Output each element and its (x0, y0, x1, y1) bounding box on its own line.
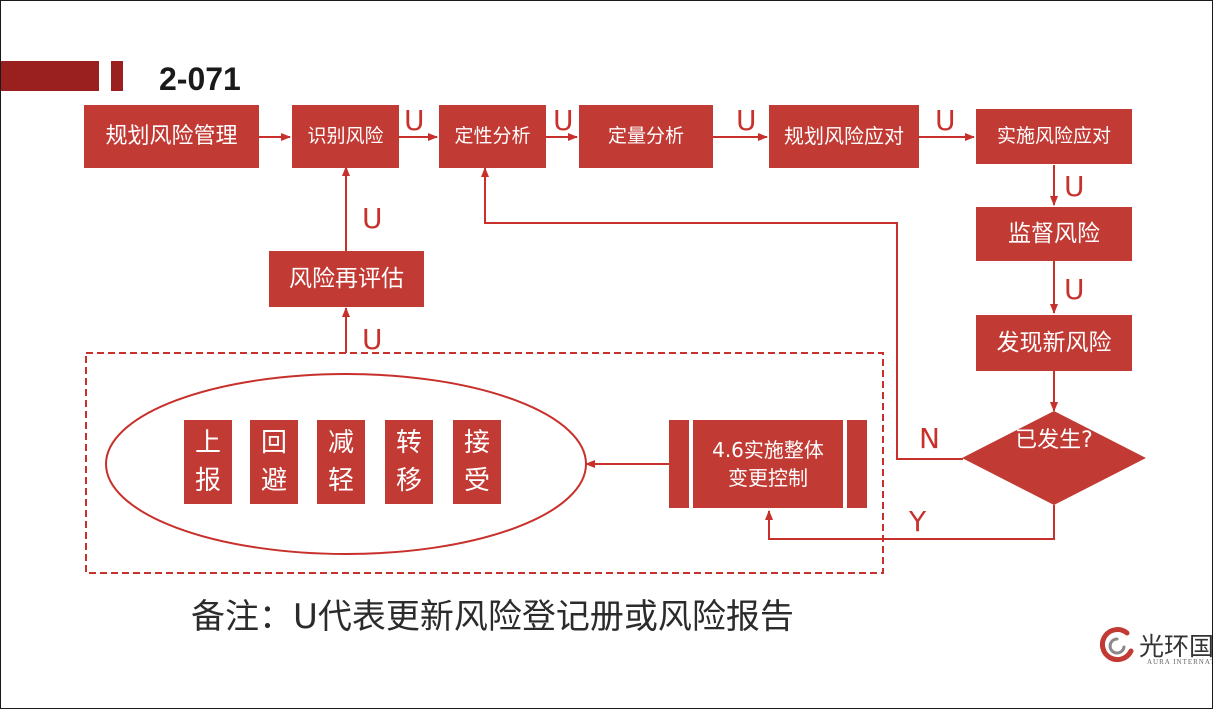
page-number: 2-071 (159, 61, 241, 97)
identify-risks-label: 识别风险 (307, 124, 384, 147)
occurred-decision[interactable]: 已发生? (1014, 427, 1094, 456)
response-escalate-bottom: 报 (194, 466, 221, 496)
response-accept-bottom: 受 (463, 466, 490, 496)
logo-mark-icon (1099, 627, 1134, 662)
response-transfer-box[interactable]: 转 移 (385, 420, 433, 504)
plan-risk-management-box[interactable]: 规划风险管理 (84, 105, 259, 168)
plan-risk-responses-label: 规划风险应对 (784, 124, 904, 148)
arrow-yes-to-change-control (765, 505, 1055, 540)
quantitative-analysis-label: 定量分析 (607, 124, 684, 147)
response-accept-box[interactable]: 接 受 (453, 420, 501, 504)
reassess-box[interactable]: 风险再评估 (269, 251, 424, 307)
legend-note: 备注：U代表更新风险登记册或风险报告 (191, 597, 794, 637)
response-escalate-top: 上 (194, 428, 221, 459)
logo-text: 光环国 (1139, 632, 1213, 661)
quantitative-analysis-box[interactable]: 定量分析 (579, 105, 713, 168)
response-transfer-bottom: 移 (395, 466, 422, 496)
implement-risk-responses-box[interactable]: 实施风险应对 (976, 109, 1132, 164)
update-label-impl-monitor: U (1064, 170, 1085, 203)
update-label-identify-qual: U (404, 104, 425, 137)
change-control-stripe-left (669, 420, 689, 508)
response-mitigate-top: 减 (327, 428, 354, 459)
occurred-decision-shape (962, 411, 1146, 505)
yes-label: Y (909, 505, 927, 538)
monitor-risks-box[interactable]: 监督风险 (976, 207, 1132, 261)
plan-risk-management-label: 规划风险管理 (105, 123, 238, 149)
change-control-box[interactable]: 4.6实施整体变更控制 (693, 420, 843, 508)
qualitative-analysis-box[interactable]: 定性分析 (439, 105, 546, 168)
response-frame (85, 352, 884, 574)
header-bar (1, 61, 99, 91)
update-label-monitor-discover: U (1064, 273, 1085, 306)
response-avoid-box[interactable]: 回 避 (250, 420, 298, 504)
qualitative-analysis-label: 定性分析 (454, 124, 531, 147)
header-bar-accent (111, 61, 123, 91)
response-ellipse (105, 373, 587, 555)
monitor-risks-label: 监督风险 (1008, 220, 1100, 247)
response-accept-top: 接 (463, 428, 490, 459)
discover-new-risk-label: 发现新风险 (996, 329, 1112, 356)
plan-risk-responses-box[interactable]: 规划风险应对 (769, 105, 919, 168)
response-mitigate-bottom: 轻 (327, 466, 354, 496)
response-avoid-top: 回 (260, 428, 287, 459)
response-transfer-top: 转 (395, 428, 422, 459)
occurred-label: 已发生? (1015, 428, 1093, 453)
update-label-plan-impl: U (935, 104, 956, 137)
no-label: N (919, 422, 940, 455)
response-escalate-box[interactable]: 上 报 (184, 420, 232, 504)
update-label-qual-quant: U (553, 104, 574, 137)
change-control-label: 4.6实施整体变更控制 (712, 438, 824, 490)
response-avoid-bottom: 避 (260, 466, 287, 496)
change-control-stripe-right (847, 420, 867, 508)
arrow-no-to-qual (481, 167, 963, 460)
logo-subtext: AURA INTERNATI (1147, 658, 1213, 666)
reassess-label: 风险再评估 (289, 265, 404, 292)
response-mitigate-box[interactable]: 减 轻 (317, 420, 365, 504)
identify-risks-box[interactable]: 识别风险 (292, 105, 399, 168)
implement-risk-responses-label: 实施风险应对 (996, 124, 1111, 147)
update-label-frame-reassess: U (362, 323, 383, 356)
update-label-reassess-identify: U (362, 202, 383, 235)
update-label-quant-plan: U (736, 104, 757, 137)
discover-new-risk-box[interactable]: 发现新风险 (976, 315, 1132, 371)
